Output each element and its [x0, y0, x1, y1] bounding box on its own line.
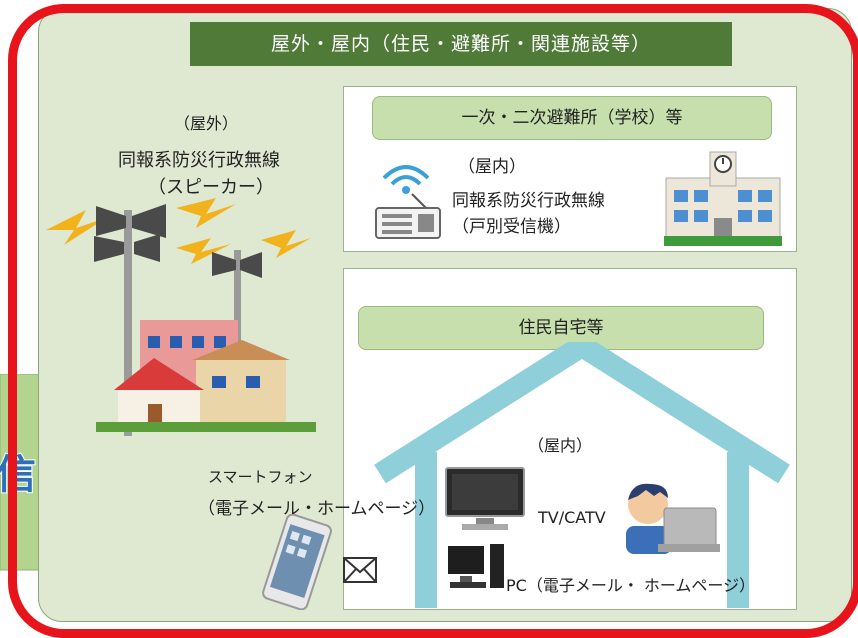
smartphone-sub-label: （電子メール・ホームページ） — [198, 499, 436, 519]
school-building-icon — [664, 151, 782, 246]
pc-icon — [448, 544, 504, 588]
home-title: 住民自宅等 — [358, 306, 764, 350]
home-indoor-label: （屋内） — [528, 436, 593, 455]
shelter-system-line2: （戸別受信機） — [452, 217, 571, 237]
outdoor-system-line1: 同報系防災行政無線 — [118, 150, 280, 171]
shelter-title: 一次・二次避難所（学校）等 — [372, 96, 772, 140]
smartphone-label: スマートフォン — [208, 468, 313, 486]
outdoor-label: （屋外） — [174, 114, 239, 133]
shelter-system-line1: 同報系防災行政無線 — [452, 191, 605, 211]
tv-label: TV/CATV — [538, 508, 606, 527]
banner-title: 屋外・屋内（住民・避難所・関連施設等） — [190, 22, 732, 66]
distribution-arrow-label: 信 — [0, 452, 36, 498]
tv-icon — [445, 467, 525, 530]
outdoor-system-line2: （スピーカー） — [148, 177, 274, 198]
mail-envelope-icon — [343, 557, 377, 583]
pc-label: PC（電子メール・ ホームページ） — [506, 576, 756, 595]
radio-receiver-icon — [375, 165, 441, 239]
outdoor-speaker-town-illustration — [46, 198, 316, 436]
smartphone-icon — [262, 514, 332, 610]
house-outline-icon — [374, 342, 790, 608]
highlight-frame — [8, 4, 858, 638]
person-laptop-icon — [626, 483, 720, 554]
shelter-indoor-label: （屋内） — [458, 157, 526, 177]
